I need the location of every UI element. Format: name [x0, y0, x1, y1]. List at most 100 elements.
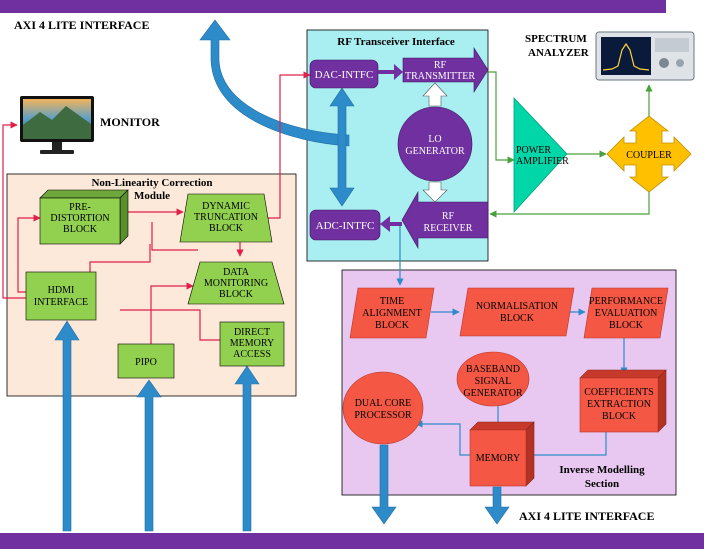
- dma-line2: MEMORY: [230, 338, 274, 349]
- analyzer-label-1: SPECTRUM: [525, 33, 587, 45]
- bottom-bus-label: AXI 4 LITE INTERFACE: [519, 509, 654, 523]
- truncation-line3: BLOCK: [209, 223, 244, 234]
- truncation-to-dac: [268, 71, 311, 219]
- pa-line1: POWER: [516, 145, 551, 156]
- perf-line3: BLOCK: [609, 320, 644, 331]
- bus-arrow-pipo: [136, 379, 162, 532]
- monitoring-line1: DATA: [223, 267, 250, 278]
- predistortion-line3: BLOCK: [63, 224, 98, 235]
- dac-intfc-block: DAC-INTFC: [309, 59, 379, 89]
- dac-to-transmitter-arrow: [378, 64, 403, 80]
- predistortion-to-monitoring: [151, 222, 198, 251]
- truncation-line1: DYNAMIC: [202, 201, 250, 212]
- coupler-to-receiver: [489, 182, 650, 218]
- bottom-axi-bus: [0, 533, 704, 549]
- predistortion-line1: PRE-: [69, 202, 91, 213]
- inverse-title-1: Inverse Modelling: [559, 464, 645, 476]
- perf-line2: EVALUATION: [595, 308, 658, 319]
- predistortion-block: PRE- DISTORTION BLOCK: [39, 189, 129, 245]
- predistortion-line2: DISTORTION: [50, 213, 109, 224]
- hdmi-predistortion-line: [17, 214, 41, 293]
- transmitter-line2: TRANSMITTER: [405, 71, 475, 82]
- pipo-to-monitoring: [150, 282, 194, 344]
- lo-line2: GENERATOR: [405, 146, 465, 157]
- transmitter-to-pa: [487, 71, 515, 164]
- normalisation-block: NORMALISATION BLOCK: [459, 287, 575, 337]
- hdmi-line1: HDMI: [48, 285, 75, 296]
- performance-evaluation-block: PERFORMANCE EVALUATION BLOCK: [583, 287, 669, 339]
- dac-adc-double-arrow: [329, 87, 355, 207]
- dual-core-processor-block: DUAL CORE PROCESSOR: [342, 371, 424, 445]
- dma-line1: DIRECT: [234, 327, 270, 338]
- truncation-line2: TRUNCATION: [194, 212, 258, 223]
- coefficients-to-memory: [525, 432, 607, 459]
- nlc-title-1: Non-Linearity Correction: [91, 177, 212, 189]
- data-monitoring-block: DATA MONITORING BLOCK: [187, 261, 285, 305]
- inverse-title-2: Section: [585, 478, 619, 490]
- hdmi-interface-block: HDMI INTERFACE: [25, 271, 97, 321]
- time-alignment-block: TIME ALIGNMENT BLOCK: [349, 287, 435, 339]
- adc-label: ADC-INTFC: [316, 220, 375, 232]
- dual-core-line2: PROCESSOR: [354, 410, 412, 421]
- dma-link-line: [120, 309, 220, 341]
- lo-up-arrow: [422, 82, 448, 107]
- spectrum-analyzer-icon: [595, 31, 695, 81]
- lo-down-arrow: [422, 181, 448, 203]
- receiver-line2: RECEIVER: [424, 223, 473, 234]
- rf-panel-title: RF Transceiver Interface: [337, 36, 455, 48]
- coef-line2: EXTRACTION: [587, 399, 651, 410]
- baseband-line2: SIGNAL: [475, 376, 512, 387]
- monitoring-line2: MONITORING: [204, 278, 268, 289]
- rf-receiver-block: RF RECEIVER: [401, 190, 489, 250]
- time-line3: BLOCK: [375, 320, 410, 331]
- time-line2: ALIGNMENT: [362, 308, 421, 319]
- coupler-block: COUPLER: [606, 115, 692, 193]
- bus-arrow-dual-core: [371, 444, 397, 525]
- coefficients-extraction-block: COEFFICIENTS EXTRACTION BLOCK: [579, 369, 667, 433]
- top-bus-label: AXI 4 LITE INTERFACE: [14, 18, 149, 32]
- adc-intfc-block: ADC-INTFC: [309, 209, 381, 241]
- perf-line1: PERFORMANCE: [589, 296, 663, 307]
- analyzer-label-2: ANALYZER: [528, 47, 590, 59]
- baseband-generator-block: BASEBAND SIGNAL GENERATOR: [456, 351, 530, 407]
- dma-line3: ACCESS: [233, 349, 271, 360]
- monitoring-line3: BLOCK: [219, 289, 254, 300]
- monitor-label: MONITOR: [100, 115, 160, 129]
- lo-line1: LO: [428, 134, 441, 145]
- receiver-line1: RF: [442, 211, 455, 222]
- hdmi-to-monitor-line: [2, 121, 26, 299]
- time-line1: TIME: [380, 296, 404, 307]
- receiver-to-adc-arrow: [380, 216, 402, 232]
- pipo-label: PIPO: [135, 357, 157, 368]
- nlc-title-2: Module: [134, 190, 170, 202]
- top-axi-bus: [0, 0, 666, 13]
- direct-memory-access-block: DIRECT MEMORY ACCESS: [219, 321, 285, 367]
- pipo-block: PIPO: [117, 343, 175, 379]
- monitor-icon: [20, 96, 94, 154]
- bus-arrow-dma: [234, 365, 260, 532]
- hdmi-line2: INTERFACE: [34, 297, 88, 308]
- hdmi-to-predistortion-up: [89, 244, 151, 272]
- dac-label: DAC-INTFC: [315, 69, 374, 81]
- norm-line1: NORMALISATION: [476, 301, 558, 312]
- coef-line3: BLOCK: [602, 411, 637, 422]
- power-amplifier: POWER AMPLIFIER: [513, 96, 569, 214]
- transmitter-line1: RF: [434, 60, 447, 71]
- bus-arrow-memory: [484, 486, 510, 525]
- dual-core-line1: DUAL CORE: [355, 398, 412, 409]
- coupler-label: COUPLER: [626, 150, 672, 161]
- dynamic-truncation-block: DYNAMIC TRUNCATION BLOCK: [179, 193, 273, 243]
- baseband-line3: GENERATOR: [463, 388, 523, 399]
- rf-transmitter-block: RF TRANSMITTER: [402, 46, 489, 94]
- memory-block: MEMORY: [469, 421, 535, 487]
- memory-to-dual-core: [415, 420, 470, 456]
- bus-arrow-hdmi: [54, 320, 80, 532]
- lo-generator-block: LO GENERATOR: [397, 106, 473, 182]
- memory-label: MEMORY: [476, 453, 520, 464]
- baseband-line1: BASEBAND: [466, 364, 520, 375]
- coef-line1: COEFFICIENTS: [584, 387, 653, 398]
- norm-line2: BLOCK: [500, 313, 535, 324]
- pa-line2: AMPLIFIER: [516, 156, 569, 167]
